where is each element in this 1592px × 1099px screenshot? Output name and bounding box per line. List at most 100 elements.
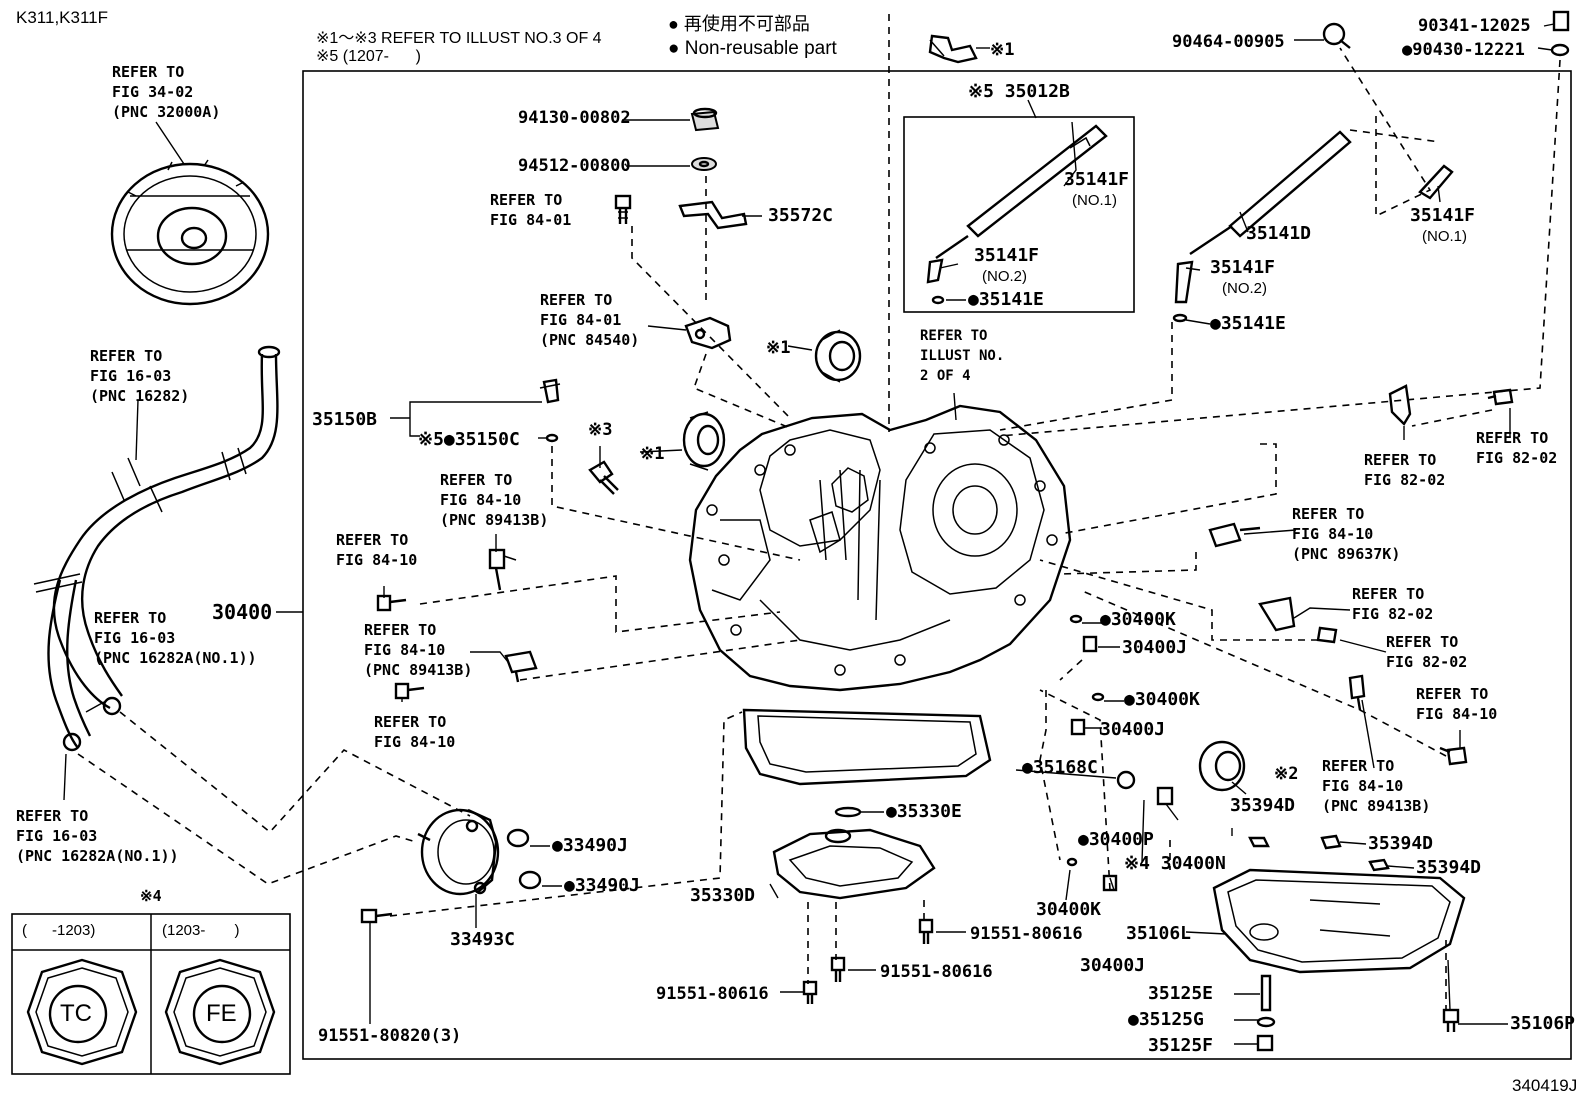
pn-35141f-a: 35141F [1064,169,1130,190]
oil-seal-x2 [1198,740,1246,792]
pn-30400n: ※4 30400N [1124,853,1226,874]
pn-30400k-b: ●30400K [1124,689,1200,710]
bolt-91551-80616-c [802,980,818,1004]
plug-mark-fe: FE [206,1000,237,1027]
part-94512-washer [691,157,717,171]
bracket-82-02-a [1388,384,1412,426]
note-x1-seal-b: ※1 [640,444,665,464]
plug-mark-tc: TC [60,1000,92,1027]
oring-33490j-b [518,870,542,890]
pn-30400p: ●30400P [1078,829,1154,850]
plug-30400j-b [1070,718,1086,736]
pn-35572c: 35572C [768,205,834,226]
bolt-84-10-a [376,594,407,612]
pn-91551-80820: 91551-80820(3) [318,1026,462,1046]
bolt-x3 [588,460,619,495]
pn-91551-80616-b: 91551-80616 [880,962,993,982]
oil-strainer [772,828,936,900]
legend-jp: ● 再使用不可部品 [668,14,810,34]
oil-cooler-hose [33,345,281,752]
pn-35394d-c: 35394D [1416,857,1482,878]
pn-35150c: ※5●35150C [418,429,520,450]
pn-35141d: 35141D [1246,223,1312,244]
washer-35125g [1256,1016,1276,1028]
pn-33490j-b: ●33490J [564,875,640,896]
dashed-lines [77,14,1561,1010]
pn-30400j-a: 30400J [1122,637,1188,658]
pn-35012b: ※5 35012B [968,81,1070,102]
oring-30400k-b [1091,692,1105,702]
bolt-84-10-right [1439,746,1468,766]
tube-35012b-kit [926,124,1108,305]
subkit-frame-35012b [903,116,1135,313]
tube-35141f-right [1418,164,1454,200]
pn-30400k-a: ●30400K [1100,609,1176,630]
transaxle-assembly [688,404,1072,786]
plug-30400j-a [1082,635,1098,653]
pn-35141f-c: 35141F [1210,257,1276,278]
bolt-84-01 [614,194,632,224]
pn-30400k-c: 30400K [1036,899,1102,920]
stud-35125e [1260,974,1272,1012]
plug-variants-box [11,913,291,1075]
gasket-35330e [834,806,862,818]
pn-35141f-d: 35141F [1410,205,1476,226]
note-x3: ※3 [588,420,613,440]
pn-33493c: 33493C [450,929,516,950]
pn-91551-80616-c: 91551-80616 [656,984,769,1004]
pn-35141f-c-no2: (NO.2) [1222,280,1267,297]
pn-35106l: 35106L [1126,923,1192,944]
oil-seal-x1-b [682,411,726,471]
pn-35125g: ●35125G [1128,1009,1204,1030]
sensor-89637k [1208,522,1261,548]
pn-90430-12221: ●90430-12221 [1402,40,1525,60]
torque-converter [110,159,270,306]
oring-30400k-c [1066,857,1078,867]
pn-91551-80616-a: 91551-80616 [970,924,1083,944]
note-x1-bolt: ※1 [990,40,1015,60]
bolt-35106p [1442,1008,1460,1032]
bracket-82-02-c [1258,596,1296,632]
pn-35394d-a: 35394D [1230,795,1296,816]
pn-30400: 30400 [212,600,273,624]
part-90464-clamp [1322,22,1351,49]
plug-box-note: ※4 [140,887,162,905]
bolt-91551-80820 [360,908,393,924]
sensor-84-10-right [1348,674,1366,711]
pn-35168c: ●35168C [1022,757,1098,778]
pn-94512-00800: 94512-00800 [518,156,631,176]
pn-35141f-b-no2: (NO.2) [982,268,1027,285]
pn-35141f-d-no1: (NO.1) [1422,228,1467,245]
bolt-91551-80616-b [830,956,846,982]
pn-35125e: 35125E [1148,983,1214,1004]
pn-35141e-a: ●35141E [968,289,1044,310]
oring-30400k-a [1069,614,1083,624]
note-x1-seal-a: ※1 [766,338,791,358]
main-frame [302,70,1572,1060]
oil-seal-x1-a [814,329,862,383]
bolt-84-10-b [394,682,425,700]
pn-35141f-a-no1: (NO.1) [1072,192,1117,209]
pn-35394d-b: 35394D [1368,833,1434,854]
sensor-84540 [684,316,732,350]
oil-cooler [417,808,500,896]
note-x2: ※2 [1274,764,1299,784]
sensor-89413b-a [488,548,517,591]
part-35150b [539,378,561,404]
pn-94130-00802: 94130-00802 [518,108,631,128]
nut-35125f [1256,1034,1274,1052]
